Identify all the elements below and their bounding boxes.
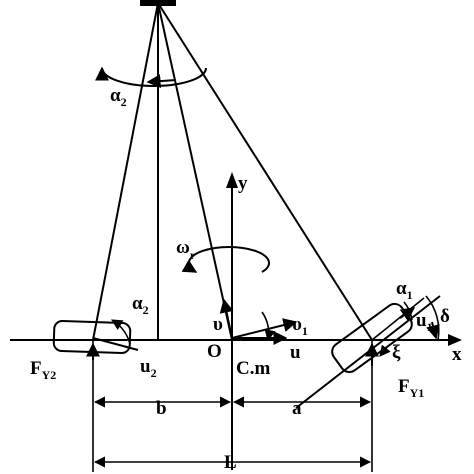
resultant-velocity-arrow <box>231 318 298 339</box>
alpha2-rear-label: α2 <box>132 293 149 317</box>
x-axis-arrowhead <box>448 334 462 346</box>
rear-velocity-label: u2 <box>140 356 157 380</box>
yaw-rate-arc <box>181 245 270 273</box>
ray-to-front-wheel <box>157 2 373 341</box>
dimension-a-label: a <box>292 398 302 419</box>
rear-lateral-force-label: FY2 <box>30 358 56 382</box>
longitudinal-velocity-label: u <box>290 342 301 363</box>
center-of-mass-label: C.m <box>236 358 270 379</box>
steer-angle-label: δ <box>440 306 450 327</box>
alpha2-top-label: α2 <box>110 85 127 109</box>
lateral-velocity-label: υ <box>213 314 223 335</box>
origin-label: O <box>207 341 222 362</box>
front-velocity-direction <box>371 297 425 341</box>
xi-angle-label: ξ <box>392 342 401 363</box>
ray-to-rear-wheel <box>92 2 159 341</box>
lateral-velocity-arrow <box>219 298 234 339</box>
top-alpha2-arc <box>95 66 207 87</box>
ray-to-center-of-mass <box>157 2 233 341</box>
front-wheel-velocity-label: u1 <box>416 310 433 334</box>
y-axis-label: y <box>238 173 248 194</box>
resultant-velocity-label: υ1 <box>292 314 308 338</box>
dimension-L-label: L <box>224 452 237 473</box>
front-slip-angle-arc <box>403 301 413 321</box>
velocity-angle-arc <box>261 311 276 342</box>
x-axis-label: x <box>452 344 462 365</box>
dimension-b-label: b <box>156 398 167 419</box>
top-alpha2-arrow <box>146 74 177 89</box>
front-wheel-velocity-arrow <box>399 307 416 322</box>
front-slip-angle-label: α1 <box>396 278 413 302</box>
rear-slip-angle-arc <box>111 319 131 345</box>
rear-velocity-line <box>92 337 139 351</box>
xi-angle-arrow <box>379 344 391 357</box>
yaw-rate-label: ωr <box>176 237 196 262</box>
y-axis-arrowhead <box>226 172 238 188</box>
steer-angle-arrow <box>426 321 440 340</box>
front-lateral-force-label: FY1 <box>398 376 424 400</box>
